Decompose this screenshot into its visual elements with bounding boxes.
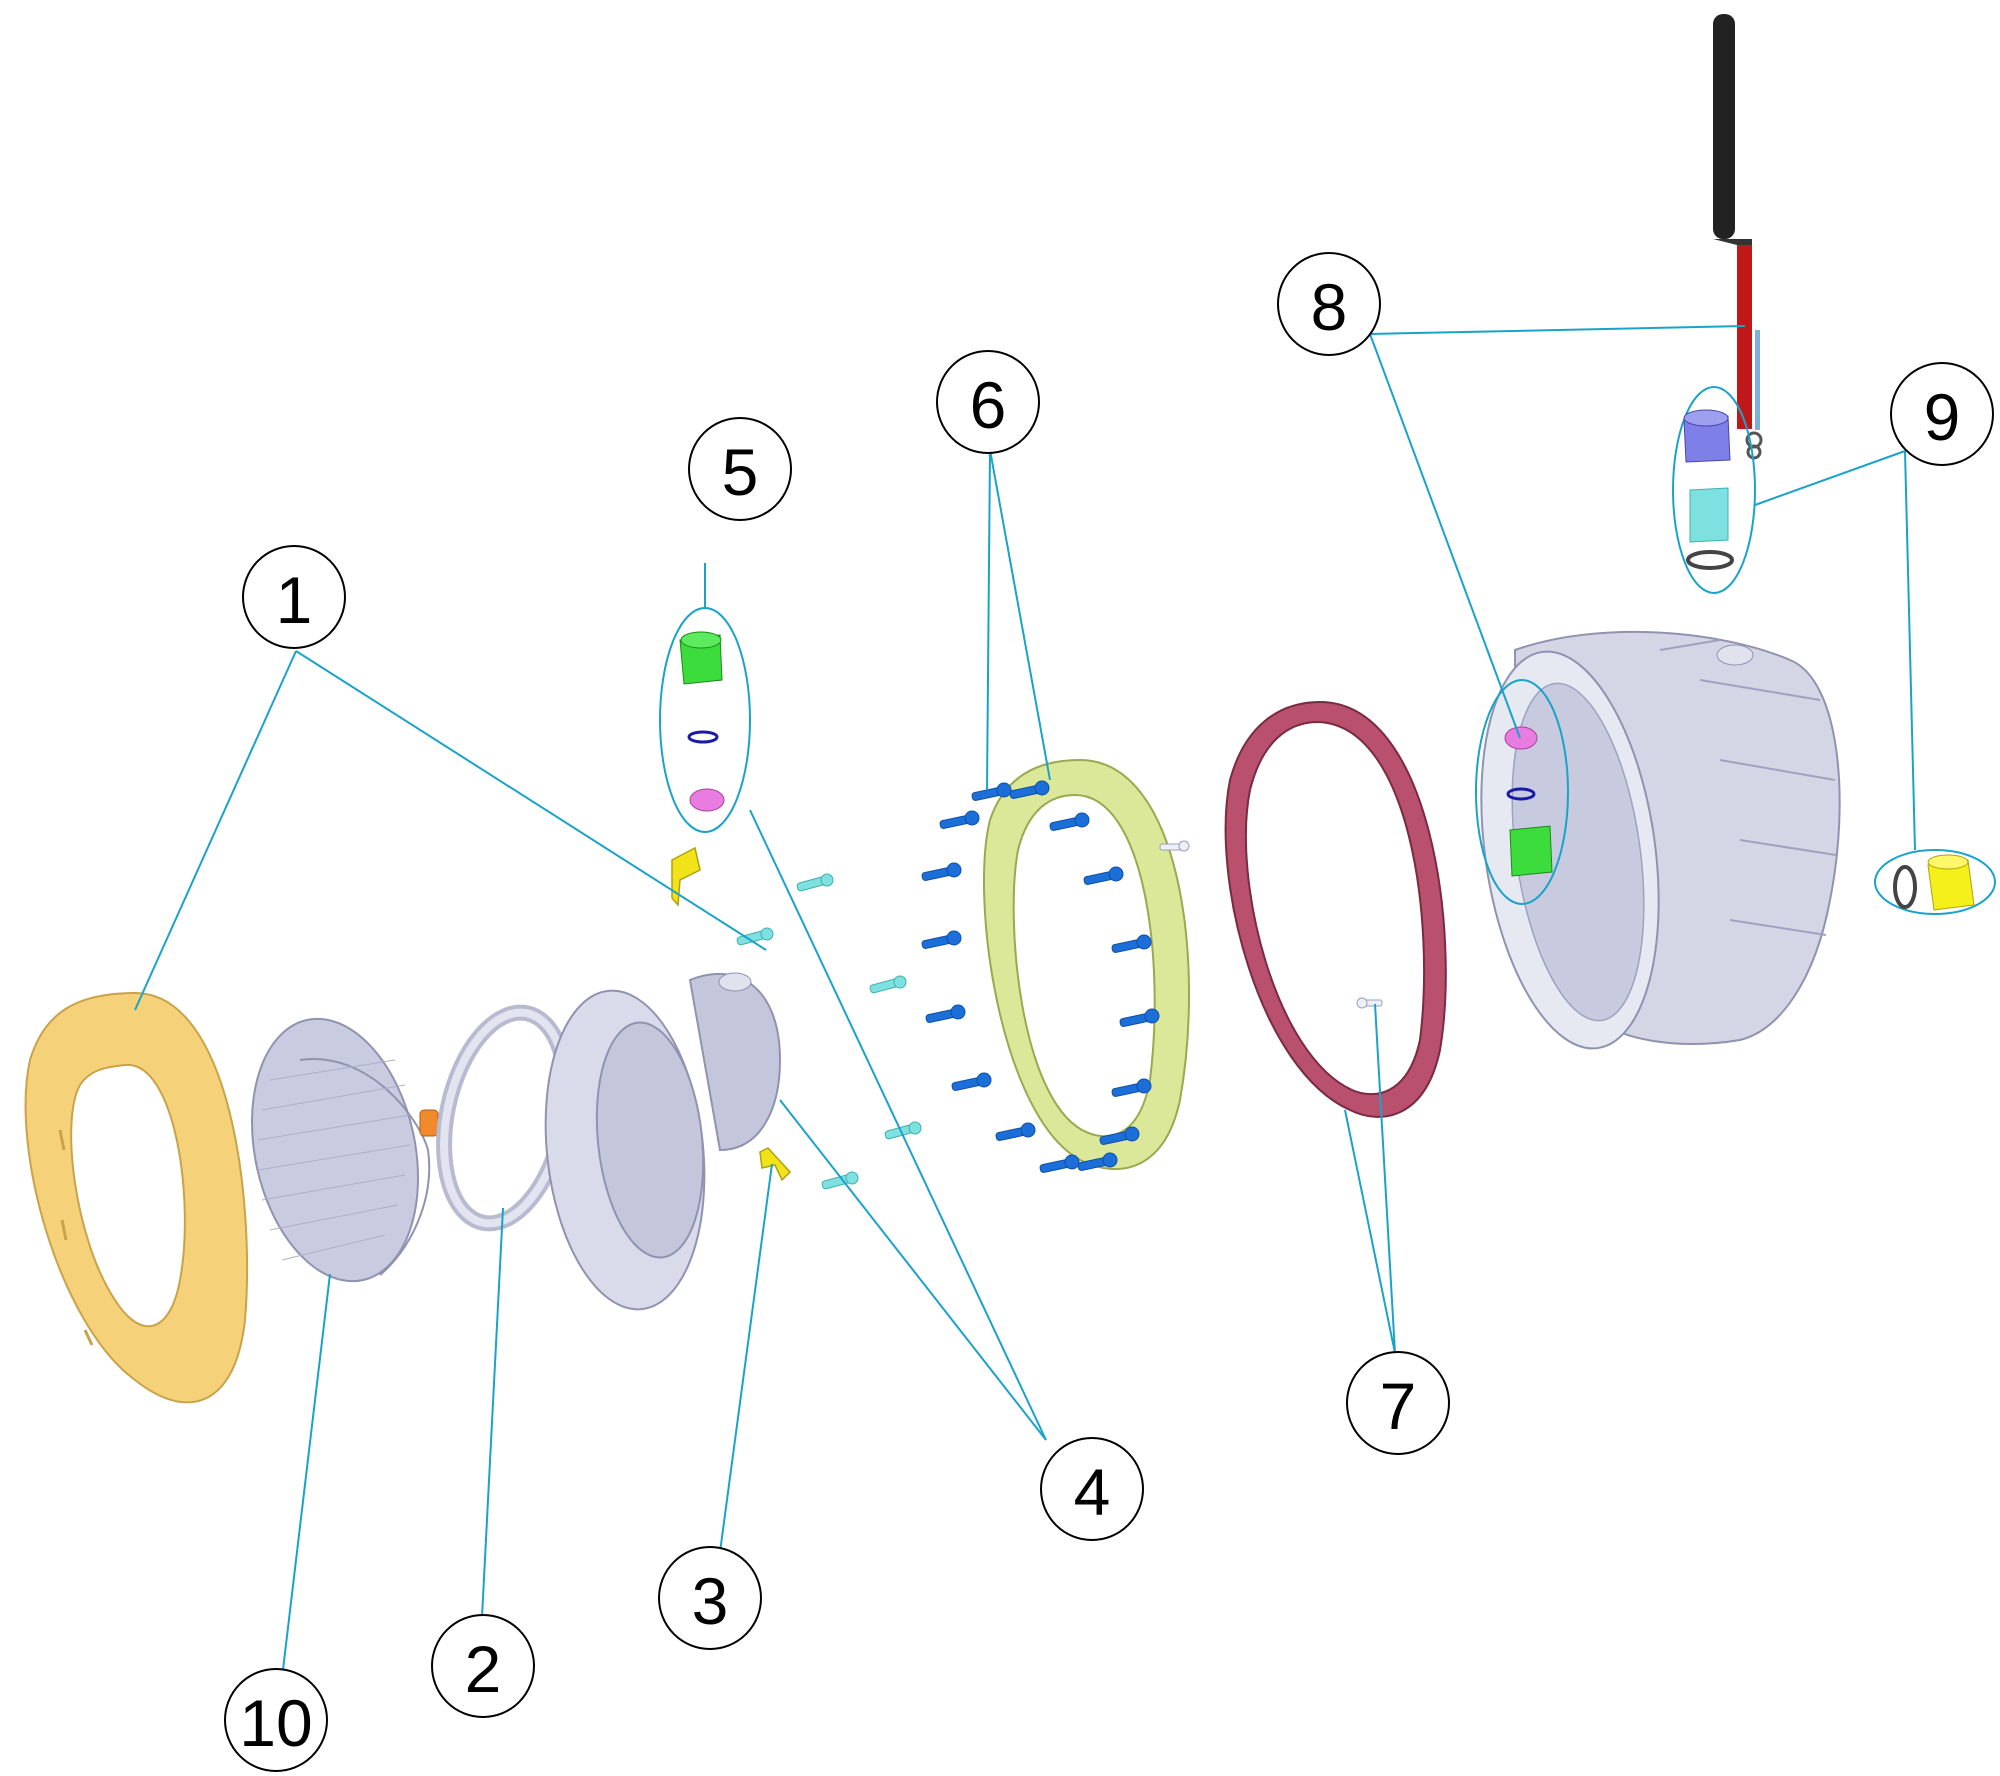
lamp-housing: [544, 972, 782, 1311]
screw-blue: [1111, 1078, 1152, 1097]
callout-1-label: 1: [276, 563, 313, 637]
screw-blue: [951, 1072, 992, 1091]
screws-blue: [921, 780, 1160, 1173]
callout-10: 10: [224, 1668, 328, 1772]
screw-blue: [1083, 866, 1124, 885]
gland-kit-9-upper: [1672, 386, 1756, 594]
callout-5: 5: [688, 417, 792, 521]
callout-2-label: 2: [465, 1632, 502, 1706]
screw-blue: [921, 930, 962, 949]
screw-blue: [1009, 780, 1050, 799]
screw-blue: [1077, 1152, 1118, 1171]
screw-blue: [1111, 934, 1152, 953]
callout-10-label: 10: [239, 1686, 312, 1760]
gland-kit-9-lower: [1874, 849, 1996, 915]
callout-9: 9: [1890, 362, 1994, 466]
screw-blue: [1049, 812, 1090, 831]
trim-ring: [24, 991, 249, 1404]
screw-blue: [1039, 1154, 1080, 1173]
screw-cyan: [821, 1171, 859, 1190]
callout-5-label: 5: [722, 435, 759, 509]
screw-cyan: [884, 1121, 922, 1140]
gland-kit-5: [659, 607, 751, 833]
callout-9-label: 9: [1924, 380, 1961, 454]
cable: [1713, 14, 1763, 460]
callout-7: 7: [1346, 1351, 1450, 1455]
screw-blue: [971, 782, 1012, 801]
callout-4: 4: [1040, 1437, 1144, 1541]
callout-3-label: 3: [692, 1564, 729, 1638]
screw-blue: [1119, 1008, 1160, 1027]
screw-cyan: [796, 873, 834, 892]
clip-upper: [671, 846, 701, 907]
gland-kit-8: [1475, 679, 1569, 905]
screw-white: [1356, 997, 1383, 1009]
gasket-ring-pink: [1159, 700, 1447, 1118]
screw-blue: [939, 810, 980, 829]
callout-4-label: 4: [1074, 1455, 1111, 1529]
callout-1: 1: [242, 545, 346, 649]
screw-blue: [1099, 1126, 1140, 1145]
leader-lines: [134, 325, 1916, 1696]
niche-housing: [1480, 630, 1841, 1050]
callout-7-label: 7: [1380, 1369, 1417, 1443]
callout-6-label: 6: [970, 368, 1007, 442]
callout-6: 6: [936, 350, 1040, 454]
clip-lower: [759, 1147, 792, 1182]
screw-white: [1159, 840, 1190, 852]
screws-cyan: [736, 873, 922, 1190]
callout-8: 8: [1277, 252, 1381, 356]
callout-3: 3: [658, 1546, 762, 1650]
callout-8-label: 8: [1311, 270, 1348, 344]
callout-2: 2: [431, 1614, 535, 1718]
lamp: [251, 1017, 439, 1283]
screw-blue: [995, 1122, 1036, 1141]
screw-blue: [921, 862, 962, 881]
screw-blue: [925, 1004, 966, 1023]
screw-cyan: [869, 975, 907, 994]
